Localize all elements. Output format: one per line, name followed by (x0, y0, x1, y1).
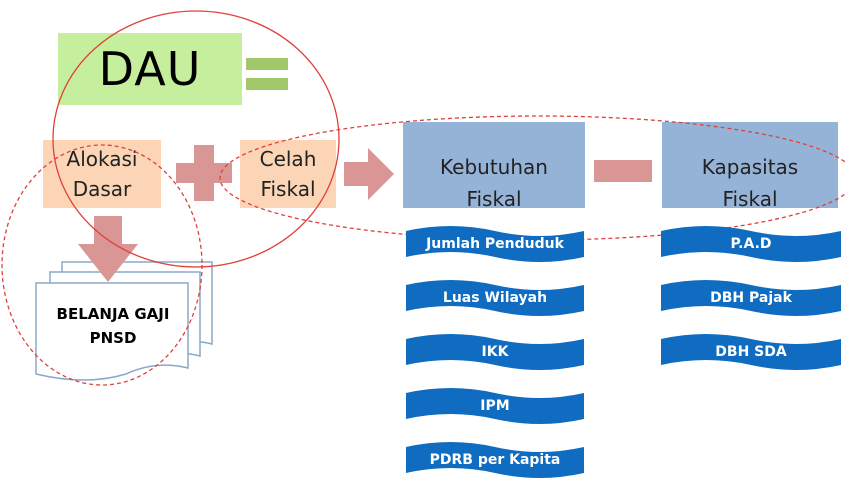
kapasitas-fiskal-line2: Fiskal (722, 187, 778, 211)
wave-item-label: Jumlah Penduduk (426, 236, 564, 252)
wave-item-label: PDRB per Kapita (429, 452, 561, 468)
wave-item-label: P.A.D (730, 236, 772, 252)
plus-sign-icon (176, 145, 232, 201)
kapasitas-fiskal-box: Kapasitas Fiskal (662, 122, 838, 211)
wave-item-label: IPM (480, 398, 510, 414)
wave-banner (406, 226, 584, 262)
wave-banner (406, 388, 584, 424)
right-arrow-icon (344, 148, 394, 200)
kapasitas-fiskal-line1: Kapasitas (701, 155, 799, 179)
belanja-gaji-text: BELANJA GAJI PNSD (40, 302, 186, 350)
wave-banner (406, 442, 584, 478)
kebutuhan-fiskal-box: Kebutuhan Fiskal (403, 122, 585, 211)
wave-item-label: DBH Pajak (710, 290, 792, 306)
wave-item-label: DBH SDA (715, 344, 787, 360)
wave-banner (406, 334, 584, 370)
equals-sign-icon (246, 58, 288, 90)
dau-label: DAU (98, 42, 202, 96)
dau-box: DAU (58, 33, 242, 105)
wave-banner (406, 280, 584, 316)
alokasi-dasar-box: Alokasi Dasar (43, 140, 161, 208)
belanja-line1: BELANJA GAJI (56, 305, 170, 323)
celah-fiskal-box: Celah Fiskal (240, 140, 336, 208)
wave-item-label: Luas Wilayah (442, 290, 548, 306)
kebutuhan-fiskal-line1: Kebutuhan (440, 155, 548, 179)
wave-banner (661, 280, 841, 316)
celah-fiskal-line2: Fiskal (260, 177, 316, 201)
wave-item-label: IKK (481, 344, 509, 360)
wave-banner (661, 334, 841, 370)
kebutuhan-fiskal-line2: Fiskal (466, 187, 522, 211)
minus-sign-icon (594, 160, 652, 182)
alokasi-dasar-line2: Dasar (72, 177, 132, 201)
wave-banner (661, 226, 841, 262)
belanja-line2: PNSD (89, 329, 137, 347)
